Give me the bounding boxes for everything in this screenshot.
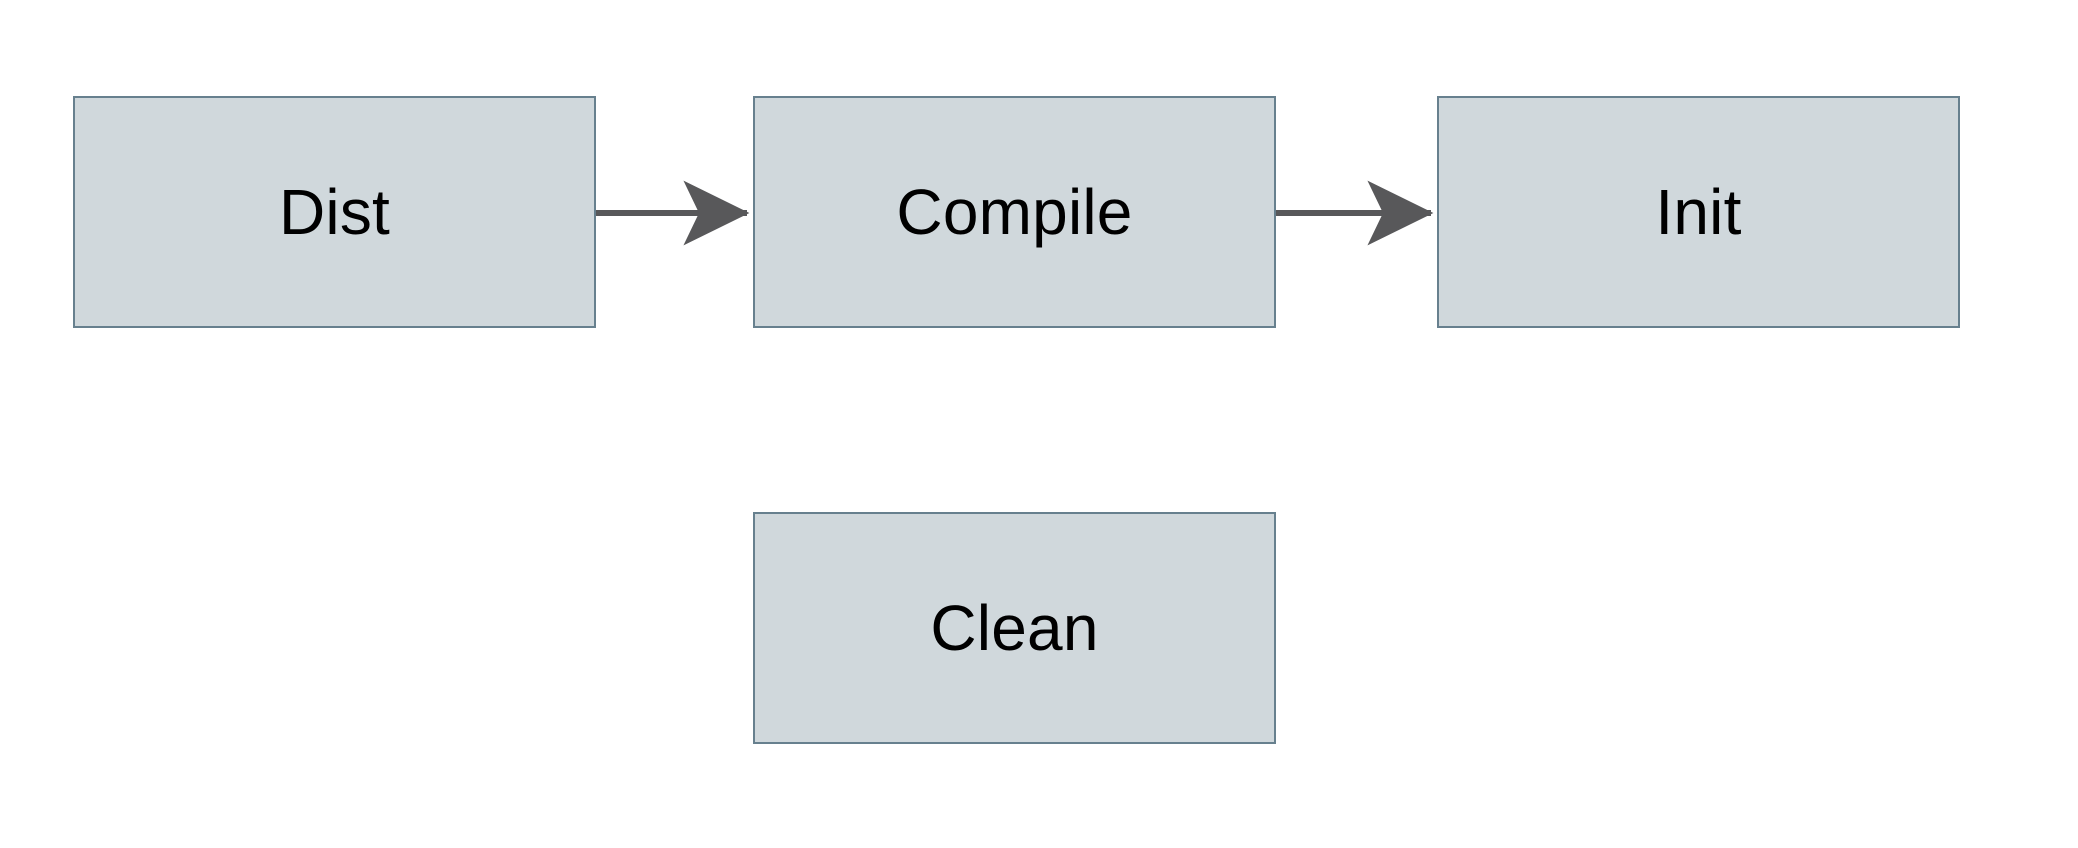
node-compile-label: Compile (896, 176, 1133, 248)
edge-dist-compile-hitarea[interactable] (596, 193, 753, 233)
node-init-label: Init (1655, 176, 1742, 248)
node-dist[interactable]: Dist (73, 96, 596, 328)
node-compile[interactable]: Compile (753, 96, 1276, 328)
node-dist-label: Dist (278, 176, 391, 248)
node-init[interactable]: Init (1437, 96, 1960, 328)
node-clean[interactable]: Clean (753, 512, 1276, 744)
edge-compile-init-hitarea[interactable] (1276, 193, 1437, 233)
node-clean-label: Clean (930, 592, 1099, 664)
